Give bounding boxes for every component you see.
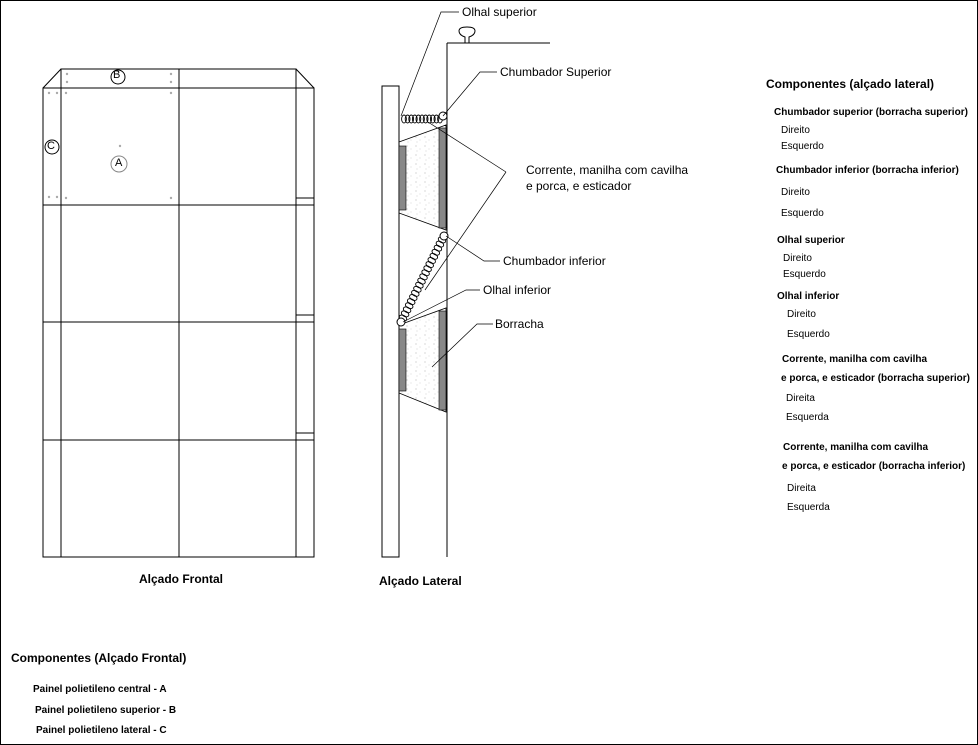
chain-link [413,285,422,293]
rail-head [458,26,476,44]
chain-link [422,114,429,124]
marker-b-circle [110,69,126,85]
lower-eyelet [396,317,406,327]
chain-link [429,253,439,260]
legend-corrente-inferior-title-1: Corrente, manilha com cavilha [783,442,929,453]
chain-link [419,273,428,281]
chain-link [429,114,436,124]
chain-link [415,281,424,289]
legend-item: Direito [781,187,810,198]
chain-link [408,114,415,124]
chain-link [411,290,420,297]
chain-link [419,114,425,124]
legend-lateral-title: Componentes (alçado lateral) [766,77,935,91]
callout-olhal-superior: Olhal superior [462,5,537,19]
chain-link [404,114,411,124]
legend-chumbador-inferior-title: Chumbador inferior (borracha inferior) [776,165,959,176]
leader-chumbador-superior [442,71,497,117]
chain-link [425,261,434,268]
chain-link [431,248,441,256]
front-elevation-caption: Alçado Frontal [139,572,224,586]
chain-upper [401,114,443,124]
callout-borracha: Borracha [495,317,544,331]
legend-corrente-superior-title-2: e porca, e esticador (borracha superior) [781,373,970,384]
legend-item: Direita [787,483,816,494]
callout-chumbador-inferior: Chumbador inferior [503,254,606,268]
leader-corrente-2 [424,171,507,291]
legend-frontal-item-c: Painel polietileno lateral - C [36,725,167,736]
chain-link [433,114,440,124]
legend-corrente-inferior-title-2: e porca, e esticador (borracha inferior) [782,461,966,472]
top-chamfer-right [295,68,315,89]
chain-link [421,269,430,277]
marker-a-label: A [115,157,123,169]
lower-rubber-right-strip [438,310,447,411]
chain-link [402,306,412,314]
chain-link [417,277,426,285]
upper-rubber-left-strip [398,145,407,211]
front-elevation [42,68,315,558]
lower-rubber-left-strip [398,328,407,392]
legend-frontal-item-a: Painel polietileno central - A [33,684,167,695]
legend-chumbador-superior-title: Chumbador superior (borracha superior) [774,107,968,118]
panel-side [381,85,400,558]
legend-corrente-superior-title-1: Corrente, manilha com cavilha [782,354,928,365]
leader-borracha [431,323,493,368]
legend-frontal-item-b: Painel polietileno superior - B [35,705,177,716]
chain-lower [398,236,447,322]
callout-olhal-inferior: Olhal inferior [483,283,552,297]
legend-item: Esquerdo [781,208,824,219]
chain-link [411,114,418,124]
legend-item: Direita [786,393,815,404]
marker-a-circle [110,155,128,173]
marker-b-label: B [113,69,121,81]
leader-lines [400,11,507,368]
legend-item: Esquerdo [783,269,826,280]
leader-chumbador-inferior [445,235,500,262]
legend-olhal-inferior-title: Olhal inferior [777,291,840,302]
chain-link [401,114,407,124]
callout-corrente-line2: e porca, e esticador [526,179,632,193]
chain-link [409,294,418,301]
marker-c-label: C [47,140,55,152]
callout-corrente-line1: Corrente, manilha com cavilha [526,163,689,177]
chain-link [435,240,445,248]
legend-item: Direito [781,125,810,136]
legend-item: Direito [787,309,816,320]
top-chamfer-left [42,68,62,89]
callout-chumbador-superior: Chumbador Superior [500,65,612,79]
legend-item: Esquerda [787,502,830,513]
legend-olhal-superior-title: Olhal superior [777,235,845,246]
marker-c-circle [44,139,60,155]
legend-item: Direito [783,253,812,264]
lower-anchor-eyelet [439,231,449,241]
lateral-elevation-caption: Alçado Lateral [379,574,462,588]
chain-link [406,298,416,305]
legend-item: Esquerdo [787,329,830,340]
chain-link [423,265,432,273]
upper-rubber-right-strip [438,127,447,229]
leader-olhal-inferior [402,289,480,323]
leader-olhal-superior [400,11,459,117]
chain-link [415,114,422,124]
leader-corrente-1 [427,121,507,173]
chain-link [400,310,410,318]
chain-link [427,257,436,264]
legend-item: Esquerdo [781,141,824,152]
chain-link [433,244,443,252]
fixing-dots [47,72,173,200]
legend-frontal-title: Componentes (Alçado Frontal) [11,651,187,665]
chain-link [404,302,414,310]
legend-item: Esquerda [786,412,829,423]
